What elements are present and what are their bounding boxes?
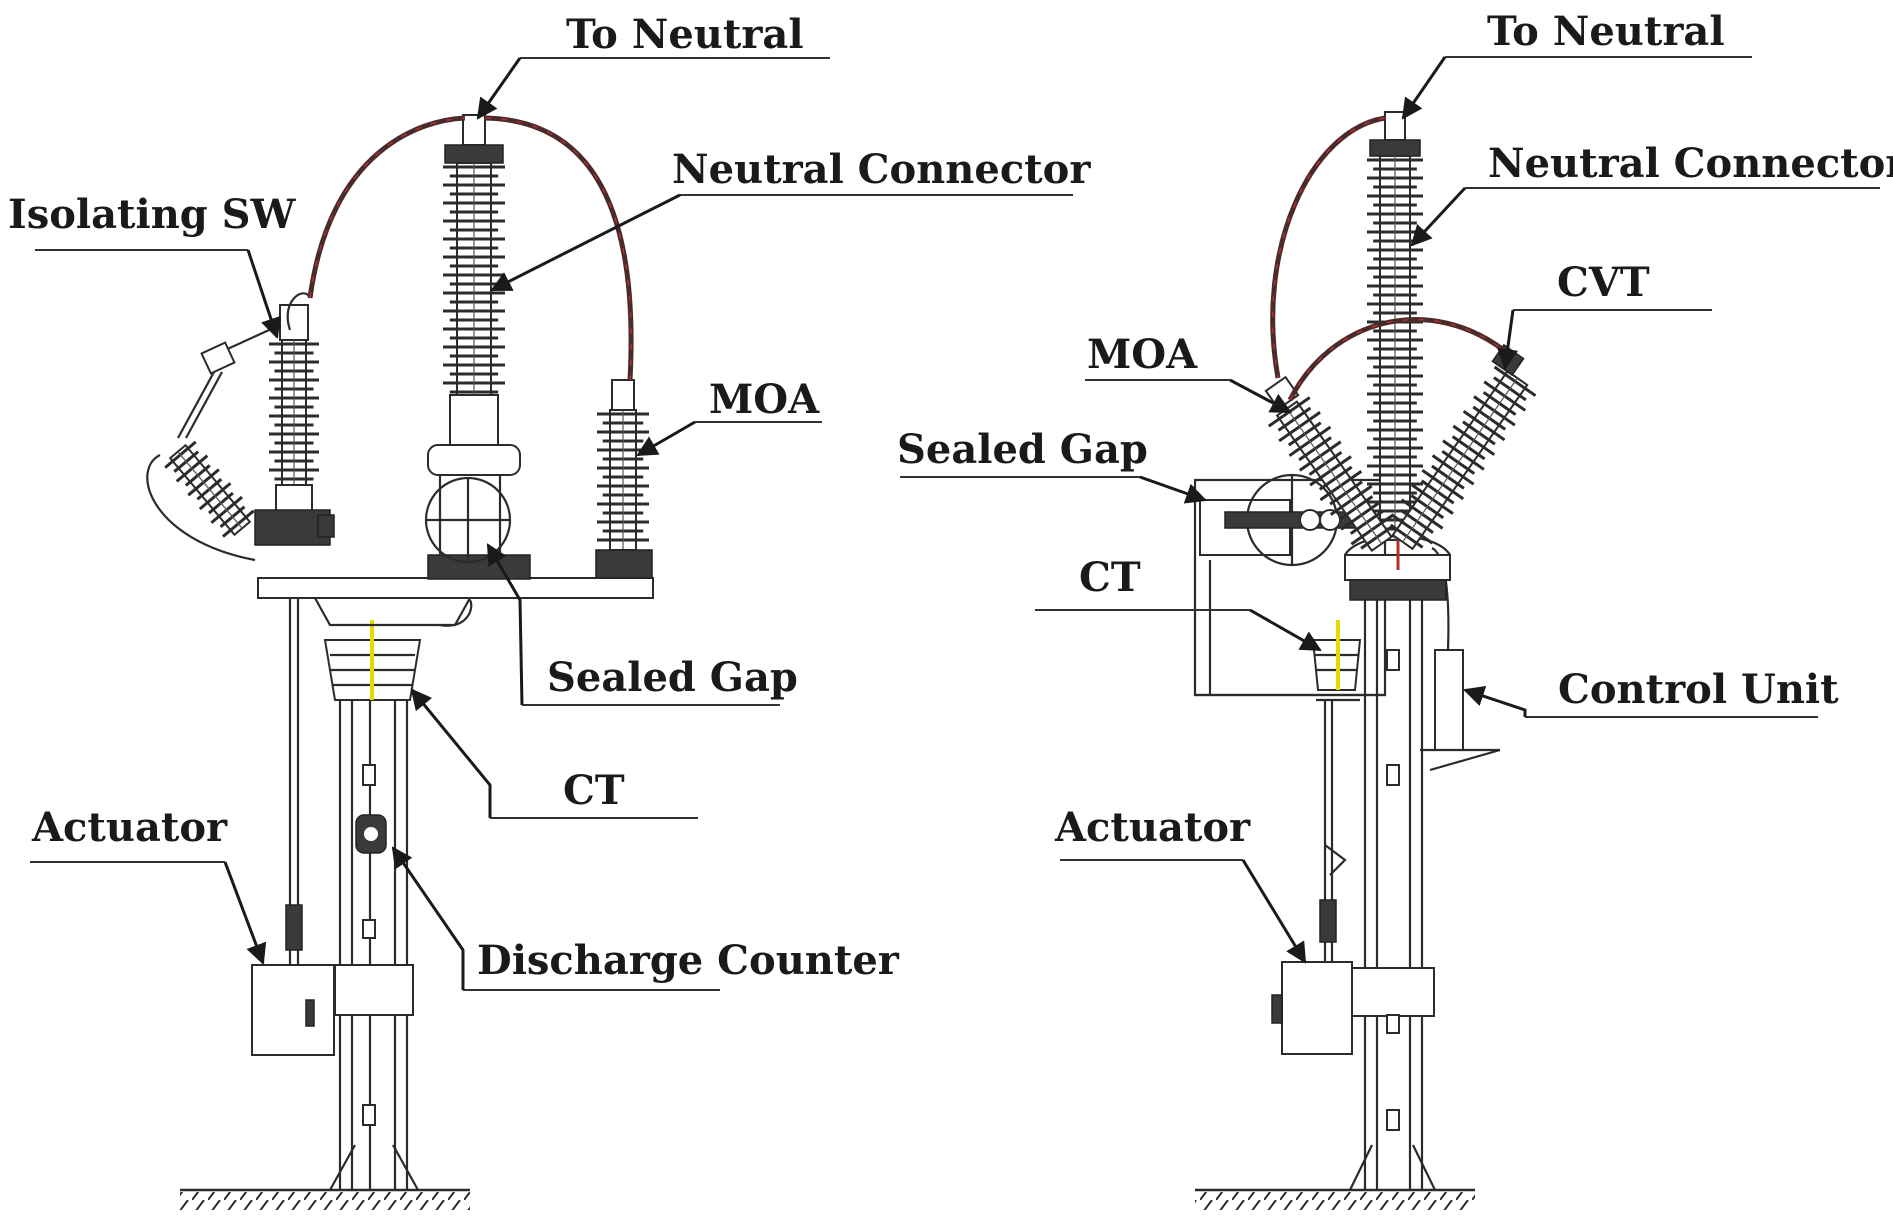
arrow-actuator-right	[1241, 859, 1307, 964]
right-sealed-gap	[1199, 473, 1376, 567]
arrow-to-neutral-left	[476, 57, 522, 120]
label-to-neutral-right: To Neutral	[1487, 8, 1725, 55]
label-ct-left: CT	[563, 767, 625, 814]
left-neutral-cable	[307, 115, 634, 381]
right-control-unit	[1420, 547, 1501, 772]
left-isolator-sheds	[269, 339, 319, 486]
label-discharge-counter: Discharge Counter	[477, 937, 900, 984]
arrow-moa-left	[636, 420, 696, 457]
right-ground	[1195, 1188, 1475, 1210]
label-ct-right: CT	[1079, 554, 1141, 601]
right-labels: To Neutral Neutral Connector CVT MOA Sea…	[897, 8, 1893, 964]
left-ground	[180, 1188, 470, 1210]
right-neutral-bushing	[1344, 111, 1451, 601]
label-cvt: CVT	[1557, 259, 1650, 306]
arrow-isolating-sw	[246, 249, 281, 339]
arrow-cvt	[1497, 309, 1518, 371]
left-moa	[595, 379, 653, 579]
left-moa-sheds	[597, 409, 649, 551]
left-base-plate	[257, 577, 654, 627]
left-bushing-sheds	[443, 162, 505, 399]
label-sealed-gap-right: Sealed Gap	[897, 426, 1148, 473]
left-ct	[323, 620, 422, 701]
label-sealed-gap-left: Sealed Gap	[547, 654, 798, 701]
arrow-to-neutral-right	[1401, 56, 1447, 120]
arrow-neutral-connector-right	[1410, 186, 1467, 247]
label-actuator-right: Actuator	[1054, 804, 1251, 851]
arrow-discharge-counter	[391, 846, 465, 990]
right-bushing-sheds	[1367, 155, 1423, 541]
label-to-neutral-left: To Neutral	[566, 11, 804, 58]
left-assembly	[146, 114, 654, 1210]
label-control-unit: Control Unit	[1558, 666, 1839, 713]
arrow-actuator-left	[223, 861, 267, 965]
label-moa-right: MOA	[1087, 331, 1198, 378]
left-actuator-box	[251, 580, 335, 1056]
right-cvt-sheds	[1389, 365, 1537, 551]
arrow-neutral-connector-left	[490, 193, 681, 292]
right-neutral-cable	[1270, 115, 1512, 402]
right-assembly	[1193, 111, 1537, 1210]
arrow-ct-left	[410, 688, 492, 818]
arrow-ct-right	[1249, 608, 1322, 652]
label-isolating-sw: Isolating SW	[8, 191, 297, 238]
left-discharge-counter	[355, 814, 387, 854]
left-neutral-bushing	[424, 114, 531, 580]
right-actuator-box	[1271, 700, 1353, 1055]
right-support-column	[1349, 600, 1436, 1191]
right-moa-sheds	[1267, 396, 1394, 552]
arrow-sealed-gap-right	[1139, 475, 1207, 504]
arrow-moa-right	[1229, 378, 1292, 414]
label-actuator-left: Actuator	[31, 804, 228, 851]
right-moa	[1264, 375, 1394, 552]
arrow-sealed-gap-left	[486, 543, 524, 706]
left-isolator-tilt-sheds	[164, 440, 255, 538]
left-labels: To Neutral Neutral Connector Isolating S…	[8, 11, 1091, 991]
label-moa-left: MOA	[709, 376, 820, 423]
right-cvt	[1389, 343, 1537, 551]
label-neutral-connector-right: Neutral Connector	[1488, 140, 1893, 187]
label-neutral-connector-left: Neutral Connector	[672, 146, 1091, 193]
left-isolating-switch	[146, 292, 335, 562]
right-ct	[1311, 620, 1362, 702]
arrow-control-unit	[1463, 686, 1527, 717]
left-support-column	[329, 680, 419, 1191]
